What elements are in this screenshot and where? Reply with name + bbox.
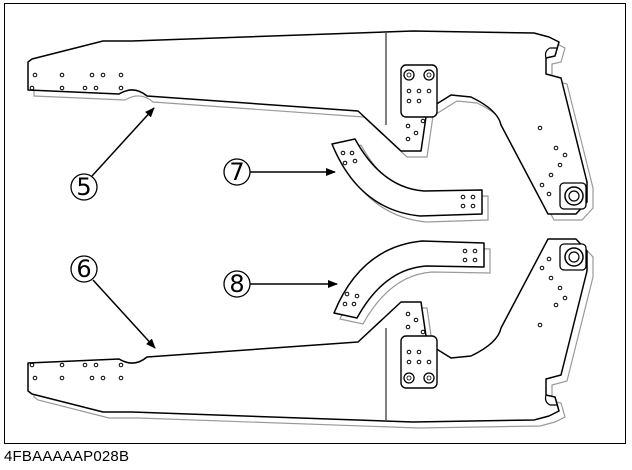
callout-8: 8 xyxy=(223,270,338,298)
upper-frame-outline xyxy=(27,30,588,215)
callout-7-label: 7 xyxy=(229,158,244,186)
part-upper-side-frame xyxy=(27,30,594,221)
lower-frame-hook xyxy=(544,394,557,406)
figure-code: 4FBAAAAAP028B xyxy=(4,448,130,465)
callout-6-label: 6 xyxy=(76,255,91,283)
part-lower-side-frame xyxy=(27,238,594,429)
lower-frame-outline xyxy=(27,238,588,423)
lower-bracket-outline xyxy=(333,240,485,319)
callout-5-label: 5 xyxy=(76,173,91,201)
callout-6-leader xyxy=(92,279,156,349)
callout-7: 7 xyxy=(223,158,336,186)
callout-6: 6 xyxy=(70,255,156,349)
callout-5: 5 xyxy=(70,107,155,201)
callout-8-label: 8 xyxy=(229,270,244,298)
part-upper-curved-bracket xyxy=(331,138,489,223)
callout-5-leader xyxy=(91,107,155,177)
upper-frame-hook xyxy=(544,47,557,59)
upper-bracket-outline xyxy=(331,138,483,217)
exploded-parts-diagram: 5 6 7 8 xyxy=(27,30,594,429)
part-lower-curved-bracket xyxy=(333,240,491,325)
